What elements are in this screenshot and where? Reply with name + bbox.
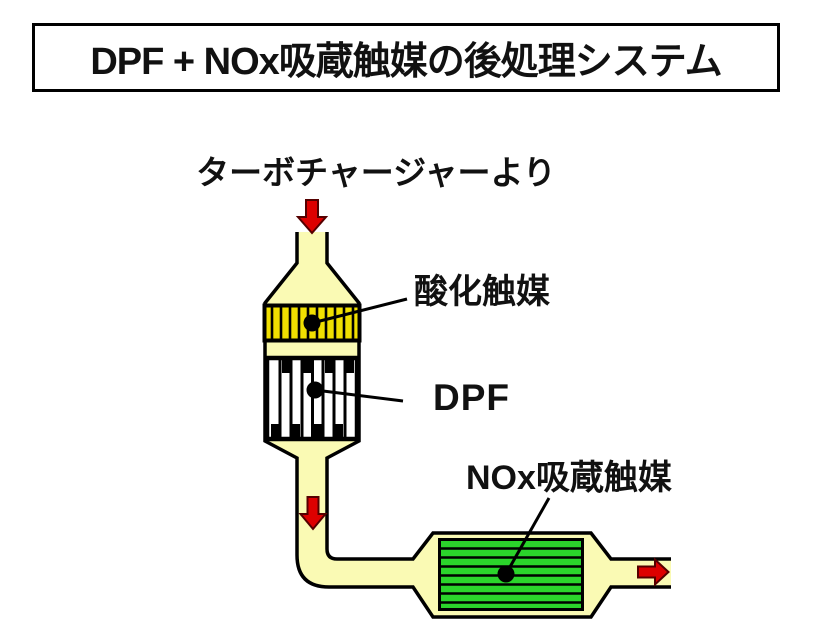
dpf-channel-walls <box>278 358 347 439</box>
dpf-label: DPF <box>433 377 510 418</box>
outlet-flow-arrow <box>637 557 670 587</box>
dpf-bottom-plugs <box>271 424 343 437</box>
dpf-top-plugs <box>282 360 354 373</box>
nox-catalyst-label: NOx吸蔵触媒 <box>466 459 672 497</box>
leader-lines <box>311 297 551 575</box>
dpf-block <box>264 355 360 442</box>
leader-dots <box>303 314 515 583</box>
page-title: DPF + NOx吸蔵触媒の後処理システム <box>90 41 722 83</box>
title-box: DPF + NOx吸蔵触媒の後処理システム <box>32 23 780 92</box>
system-outline-inner <box>325 232 671 561</box>
system-outline-outer <box>263 232 671 619</box>
inlet-source-label: ターボチャージャーより <box>196 154 556 191</box>
inlet-flow-arrow <box>295 199 329 235</box>
oxidation-catalyst-label: 酸化触媒 <box>414 273 550 311</box>
downpipe-flow-arrow <box>298 496 328 531</box>
